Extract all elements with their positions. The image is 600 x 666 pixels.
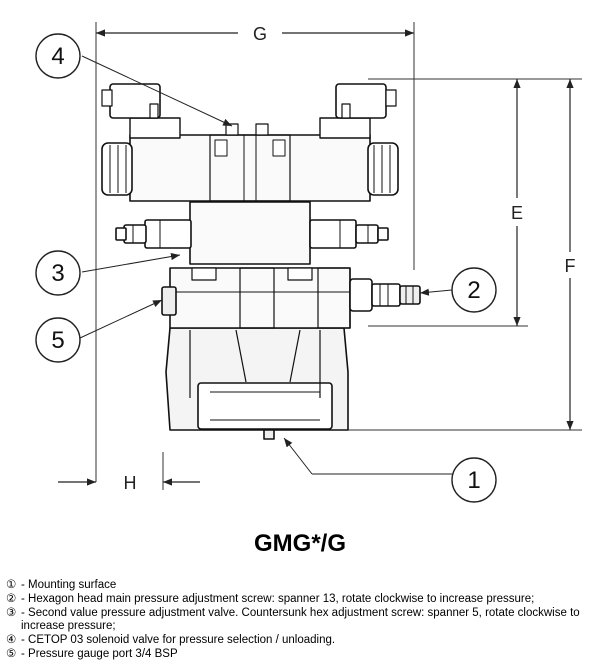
dimension-e-label: E [511,203,523,223]
callout-3-number: 3 [51,260,64,287]
legend-item: ③ - Second value pressure adjustment val… [6,607,598,635]
callout-2-number: 2 [467,277,480,304]
legend-text: - CETOP 03 solenoid valve for pressure s… [21,634,336,647]
legend-symbol: ③ [6,606,17,619]
callout-1-number: 1 [467,467,480,494]
base-window [197,382,333,430]
dimension-g-label: G [253,24,267,44]
callout-2: 2 [451,267,497,313]
model-title: GMG*/G [253,530,346,557]
legend: ① - Mounting surface ② - Hexagon head ma… [6,579,598,662]
extension-lines [95,22,582,490]
dimension-f-label: F [565,256,576,276]
valve-drawing: G E F H [35,22,582,503]
dimension-h-label: H [124,473,137,493]
legend-symbol: ④ [6,634,17,647]
adjustment-screw [399,285,421,305]
left-coil [129,117,181,139]
leader-lines [79,55,453,475]
legend-symbol: ② [6,592,17,605]
callout-5: 5 [35,317,81,363]
legend-item: ② - Hexagon head main pressure adjustmen… [6,593,598,607]
gauge-port [161,286,177,316]
right-coil [319,117,371,139]
legend-symbol: ⑤ [6,647,17,660]
callout-1: 1 [451,457,497,503]
cetop-body [189,201,311,265]
legend-symbol: ① [6,579,17,591]
legend-item: ⑤ - Pressure gauge port 3/4 BSP [6,648,598,662]
mounting-surface [263,429,275,440]
callout-5-number: 5 [51,327,64,354]
legend-item: ① - Mounting surface [6,579,598,593]
dimension-f: F [565,79,576,430]
legend-item: ④ - CETOP 03 solenoid valve for pressure… [6,634,598,648]
callout-4-number: 4 [51,43,64,70]
legend-text: - Pressure gauge port 3/4 BSP [21,647,178,660]
legend-text: - Mounting surface [21,579,117,591]
callout-3: 3 [35,250,81,296]
dimension-e: E [511,79,523,326]
legend-text: - Hexagon head main pressure adjustment … [21,592,535,605]
valve-body [101,83,421,440]
solenoid-body [129,134,371,202]
callout-4: 4 [35,33,81,79]
legend-text: - Second value pressure adjustment valve… [21,606,580,633]
dimension-h: H [58,473,200,493]
dimension-g: G [96,24,414,44]
